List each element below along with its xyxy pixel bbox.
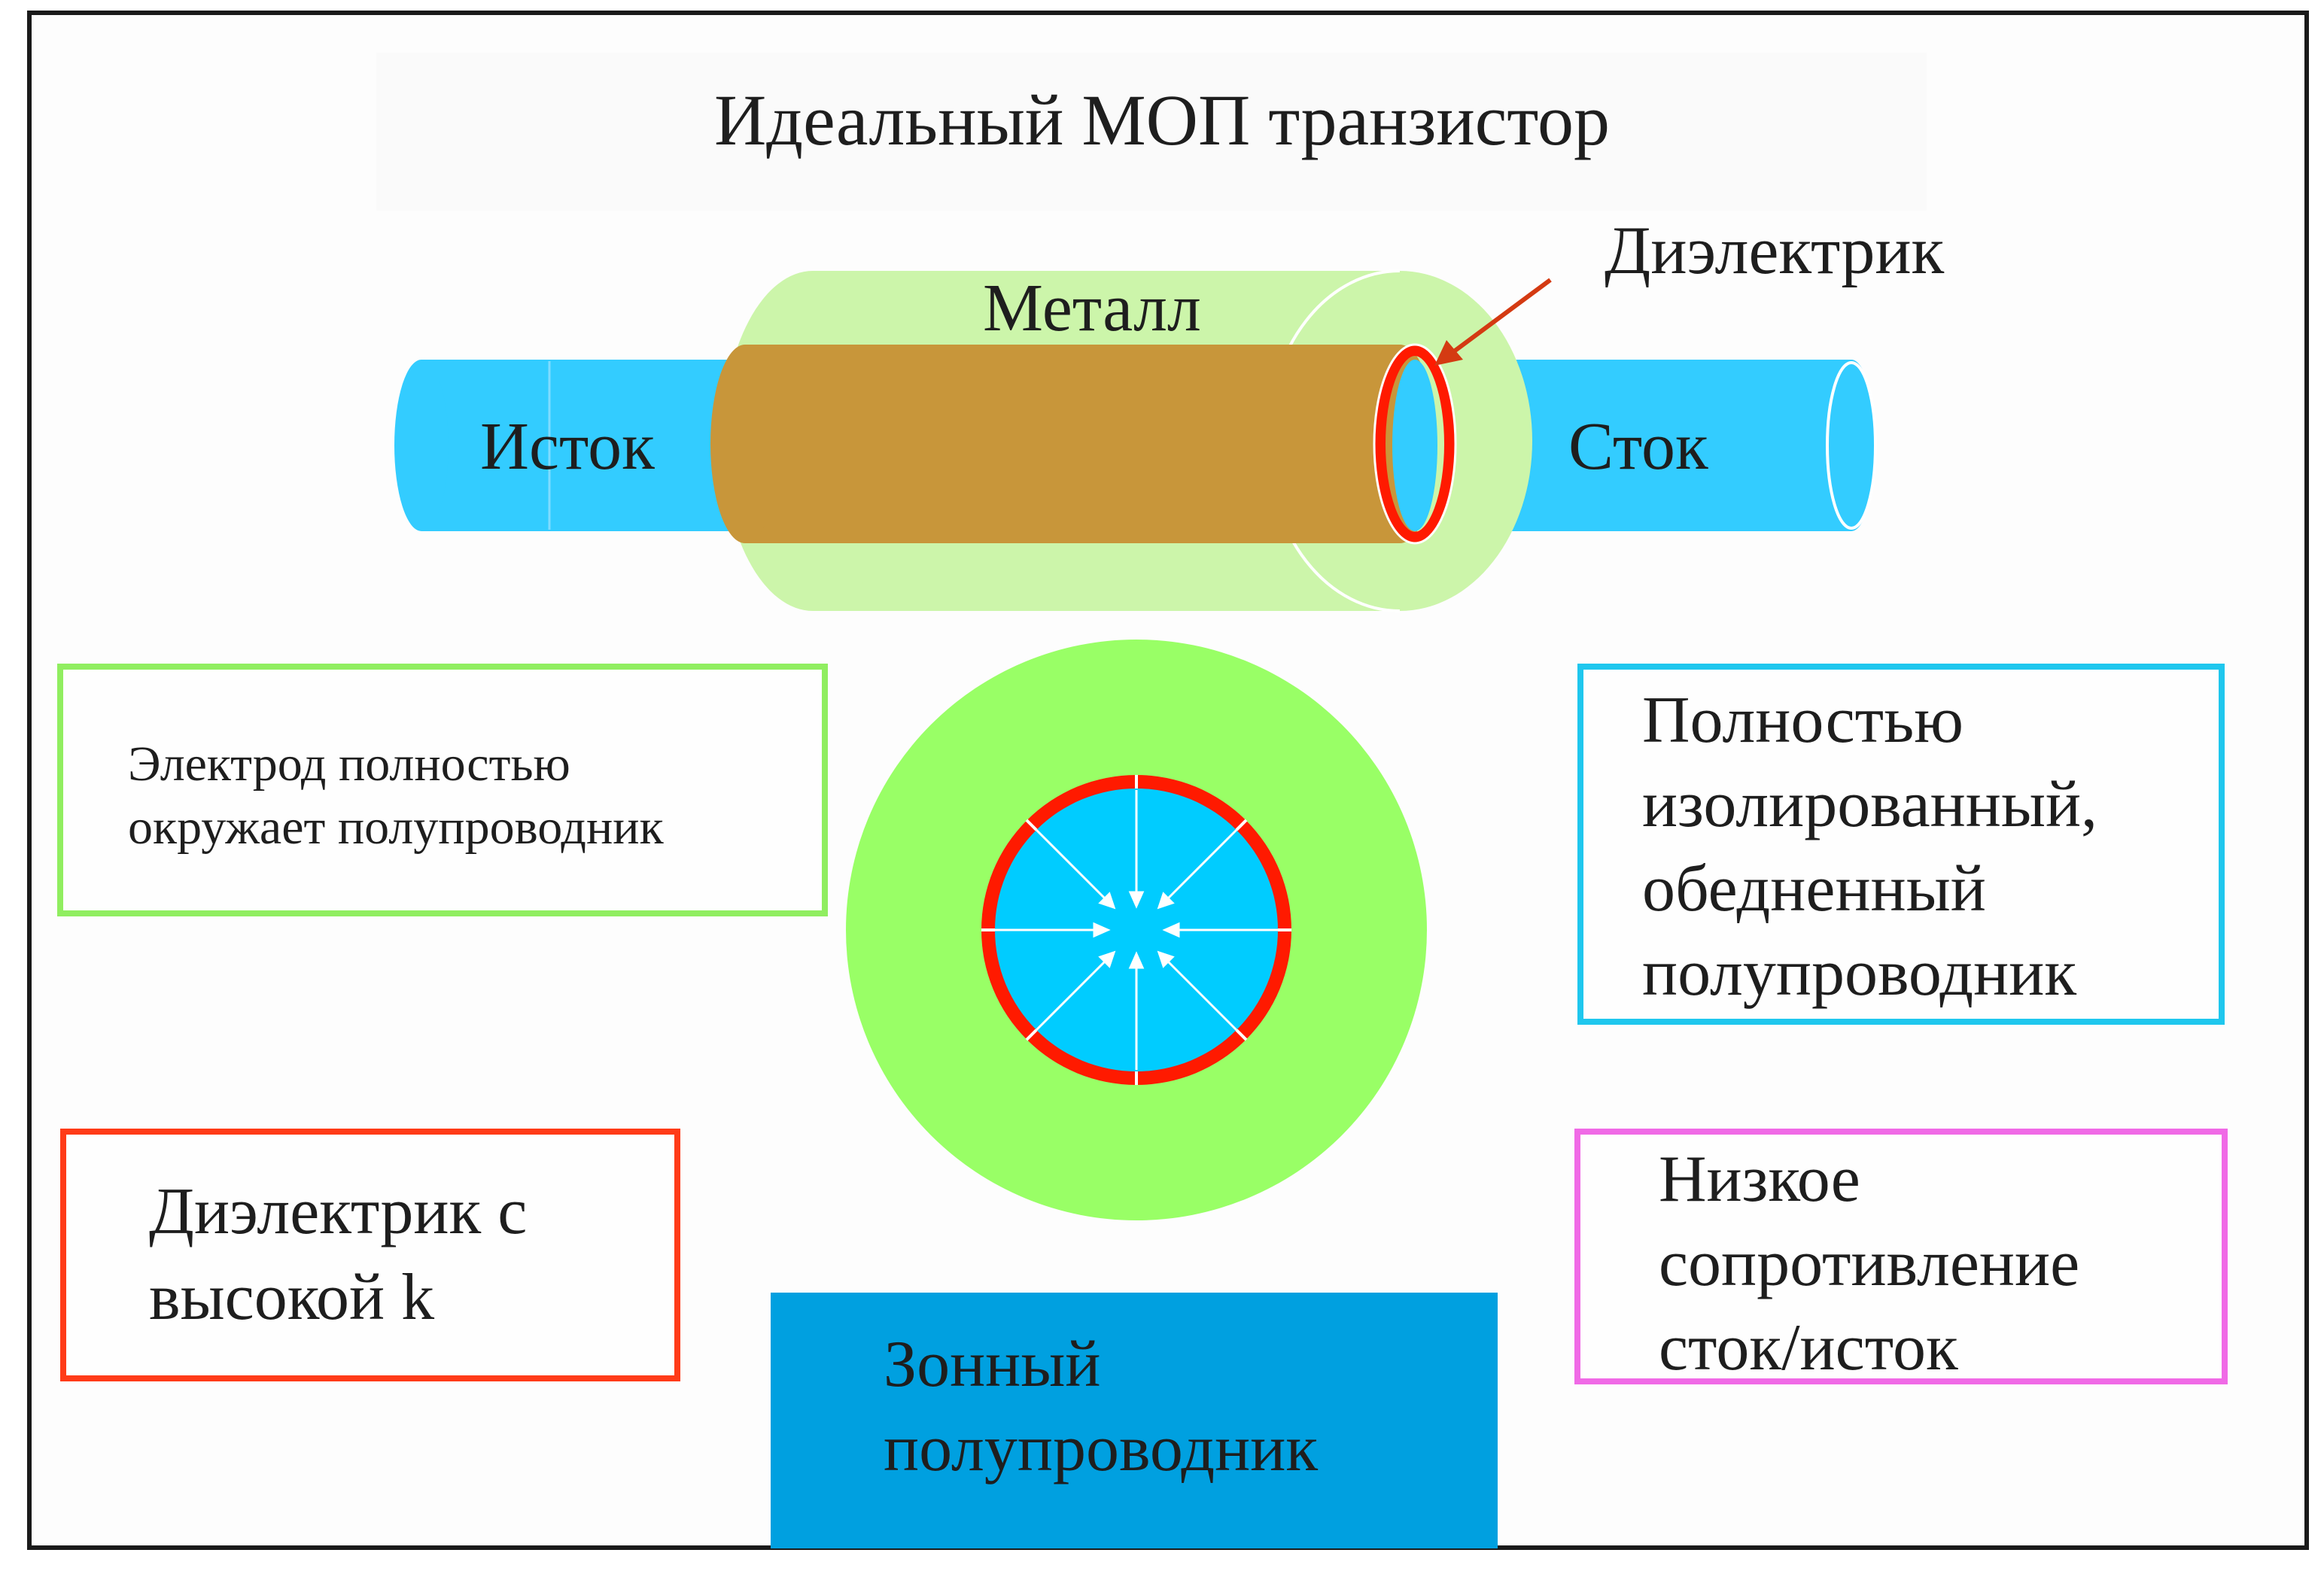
metal-label: Металл xyxy=(983,271,1201,345)
band-box: Зонный полупроводник xyxy=(771,1293,1498,1548)
cross-section xyxy=(846,640,1427,1220)
source-rod xyxy=(421,360,745,531)
metal-gate xyxy=(745,345,1400,543)
low-resistance-box: Низкое сопротивление сток/исток xyxy=(1574,1129,2228,1384)
low-resistance-text: Низкое сопротивление сток/исток xyxy=(1659,1143,2080,1384)
field-arrows xyxy=(995,790,1278,1070)
dielectric-pointer-head xyxy=(1434,340,1463,366)
band-text: Зонный полупроводник xyxy=(884,1328,1319,1485)
dielectric-ring xyxy=(1375,345,1455,542)
high-k-box: Диэлектрик с высокой k xyxy=(60,1129,680,1381)
metal-gate-left-end xyxy=(710,345,780,543)
isolated-text: Полностью изолированный, обедненный полу… xyxy=(1642,684,2098,1010)
drain-rod-start xyxy=(1392,360,1437,531)
high-k-text: Диэлектрик с высокой k xyxy=(149,1175,528,1334)
source-rod-end xyxy=(394,360,449,531)
drain-rod-end-rim xyxy=(1826,361,1877,530)
gaa-cylinder xyxy=(394,269,1877,612)
source-label: Исток xyxy=(480,409,655,484)
electrode-text: Электрод полностью окружает полупроводни… xyxy=(128,737,664,855)
electrode-box: Электрод полностью окружает полупроводни… xyxy=(57,664,828,916)
drain-rod-end xyxy=(1827,360,1875,531)
dielectric-pointer-line xyxy=(1449,278,1552,356)
diagram-title: Идеальный МОП транзистор xyxy=(713,80,1611,160)
title-background xyxy=(376,53,1927,211)
isolated-box: Полностью изолированный, обедненный полу… xyxy=(1577,664,2225,1025)
dielectric-ring-outline xyxy=(1373,343,1457,545)
dielectric-label: Диэлектрик xyxy=(1605,214,1945,288)
dielectric-gaps xyxy=(981,775,1291,1085)
drain-label: Сток xyxy=(1568,409,1708,484)
